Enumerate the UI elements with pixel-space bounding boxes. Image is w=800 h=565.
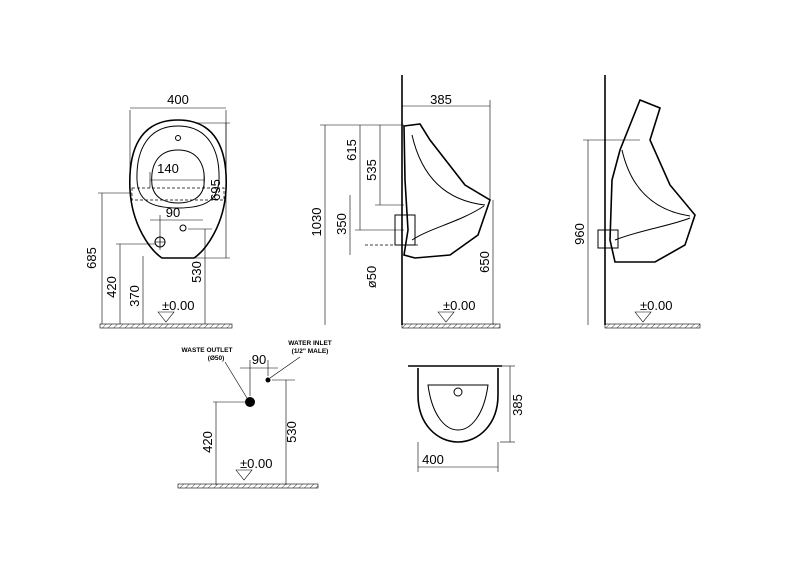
dim-420: 420: [200, 431, 215, 453]
connections-view: WASTE OUTLET (Ø50) WATER INLET (1/2" MAL…: [177, 340, 332, 489]
dim-420: 420: [104, 276, 119, 298]
floor-level: ±0.00: [443, 298, 475, 313]
waste-outlet-point: [245, 397, 255, 407]
water-inlet-label: WATER INLET: [288, 340, 332, 347]
urinal-body: [609, 98, 696, 263]
floor-line: [99, 323, 233, 329]
dim-depth: 385: [430, 92, 452, 107]
dim-685: 685: [84, 247, 99, 269]
water-inlet-point: [265, 377, 271, 383]
water-inlet-size-label: (1/2" MALE): [292, 348, 329, 355]
dim-width: 400: [167, 92, 189, 107]
floor-level: ±0.00: [640, 298, 672, 313]
dim-370: 370: [127, 285, 142, 307]
plan-view: 385 400: [408, 365, 525, 472]
dim-inner-width: 140: [157, 161, 179, 176]
dim-650: 650: [477, 251, 492, 273]
dim-535: 535: [364, 159, 379, 181]
dim-inlet-offset: 90: [166, 205, 180, 220]
urinal-body: [403, 123, 491, 259]
side-view-sensor: 960 ±0.00: [572, 75, 701, 329]
floor-level: ±0.00: [162, 298, 194, 313]
waste-diameter-label: (Ø50): [208, 355, 225, 362]
urinal-body: [417, 368, 499, 443]
dim-diameter: ø50: [364, 266, 379, 288]
side-view: 385 1030 615 535 350 ø50 650 ±0.00: [309, 75, 501, 329]
dim-530: 530: [284, 421, 299, 443]
floor-line: [604, 323, 701, 329]
dim-width: 400: [422, 452, 444, 467]
dim-depth: 385: [510, 394, 525, 416]
floor-level: ±0.00: [240, 456, 272, 471]
dim-offset: 90: [252, 352, 266, 367]
dim-350: 350: [334, 213, 349, 235]
dim-615: 615: [344, 139, 359, 161]
urinal-body: [129, 119, 227, 259]
dim-1030: 1030: [309, 208, 324, 237]
dim-695: 695: [208, 179, 223, 201]
dim-960: 960: [572, 223, 587, 245]
floor-line: [401, 323, 501, 329]
floor-line: [177, 483, 319, 489]
front-view: 400 140 90 695 685 420 370 530 ±0.00: [84, 92, 233, 329]
waste-outlet-label: WASTE OUTLET: [182, 347, 233, 354]
dim-530: 530: [189, 261, 204, 283]
